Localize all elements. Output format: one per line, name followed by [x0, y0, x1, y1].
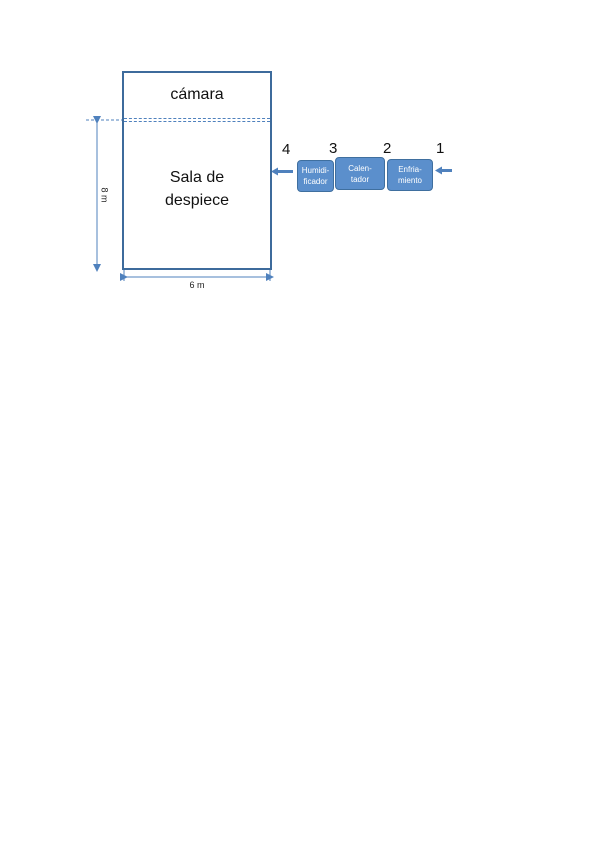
width-dimension-label: 6 m	[189, 280, 205, 290]
cooling-box: Enfria- miento	[387, 159, 433, 191]
stage-number-3: 3	[329, 140, 338, 157]
cooling-label-line1: Enfria-	[398, 165, 422, 174]
camera-separator-line	[124, 118, 270, 119]
room-label: Sala de despiece	[124, 166, 270, 212]
camera-separator-line-inner	[124, 121, 270, 122]
heater-label-line1: Calen-	[348, 163, 372, 173]
stage-number-4: 4	[282, 141, 291, 158]
room-outline	[122, 71, 272, 270]
cooling-label-line2: miento	[397, 176, 422, 185]
outlet-arrow-head-icon	[271, 167, 278, 176]
inlet-arrow-icon	[442, 169, 452, 172]
humidifier-label-line2: ficador	[303, 177, 328, 186]
stage-number-2: 2	[383, 140, 392, 157]
camera-label: cámara	[170, 86, 224, 103]
heater-label-line2: tador	[350, 174, 370, 184]
height-dimension-label: 8 m	[99, 187, 110, 203]
heater-box: Calen- tador	[335, 157, 385, 190]
room-label-line2: despiece	[164, 192, 230, 209]
outlet-arrow-icon	[278, 170, 293, 173]
inlet-arrow-head-icon	[435, 166, 442, 175]
stage-number-1: 1	[436, 140, 445, 157]
humidifier-label-line1: Humidi-	[301, 166, 330, 175]
humidifier-box: Humidi- ficador	[297, 160, 334, 192]
room-label-line1: Sala de	[169, 169, 225, 186]
